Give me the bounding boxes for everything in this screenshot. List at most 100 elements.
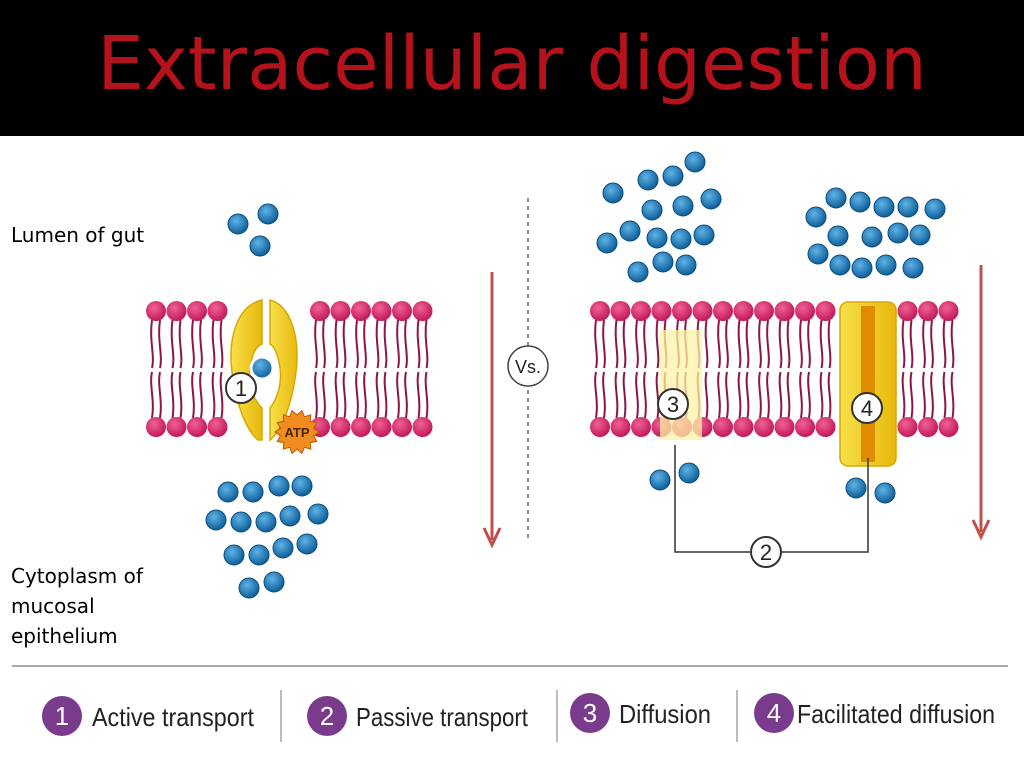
lipid-tail	[950, 319, 955, 369]
legend-label-3: Diffusion	[619, 699, 711, 729]
lipid-tail	[758, 319, 762, 369]
molecule	[875, 254, 897, 276]
molecule	[678, 462, 700, 484]
molecule	[902, 257, 924, 279]
marker-4-text: 4	[861, 396, 873, 421]
lipid-tail	[322, 319, 326, 369]
lipid-tail	[622, 371, 627, 419]
cytoplasm-label-line1: Cytoplasm of	[11, 564, 143, 588]
phospholipid	[392, 301, 412, 437]
lipid-tail	[643, 371, 647, 419]
lipid-tail	[322, 371, 326, 419]
molecule	[849, 191, 871, 213]
title-bar	[0, 0, 1024, 136]
transport-diagram: ATP 1 3 4 2 Vs. 1 Active transport 2 Pas…	[12, 151, 1008, 742]
lipid-tail	[942, 371, 947, 419]
legend-badge-3	[570, 693, 610, 733]
lipid-tail	[424, 371, 429, 419]
lipid-tail	[602, 371, 606, 419]
marker-4-circle	[851, 392, 883, 424]
lipid-tail	[827, 319, 832, 369]
lipid-head	[672, 301, 692, 321]
lipid-tail	[199, 371, 203, 419]
lipid-head	[897, 417, 918, 437]
molecule	[249, 235, 271, 257]
molecule	[825, 187, 847, 209]
lipid-head	[351, 301, 371, 321]
lipid-tail	[901, 319, 906, 369]
phospholipid	[815, 301, 836, 437]
marker-3-circle	[657, 388, 689, 420]
lipid-tail	[375, 371, 380, 419]
marker-1-text: 1	[235, 376, 247, 401]
lipid-tail	[643, 319, 647, 369]
lipid-tail	[594, 371, 598, 419]
lipid-tail	[819, 319, 824, 369]
phospholipid	[412, 301, 433, 437]
lipid-head	[938, 417, 959, 437]
legend: 1 Active transport 2 Passive transport 3…	[42, 690, 995, 742]
phospholipid	[207, 301, 228, 437]
molecule	[675, 254, 697, 276]
diffusion-path	[660, 330, 702, 440]
lipid-tail	[930, 371, 934, 419]
lipid-head	[610, 417, 631, 437]
lipid-tail	[219, 371, 224, 419]
cytoplasm-label-line3: epithelium	[11, 624, 118, 648]
lipid-tail	[375, 319, 380, 369]
carrier-protein-right-half	[269, 299, 298, 442]
molecule	[807, 243, 829, 265]
lipid-tail	[799, 371, 803, 419]
lipid-tail	[909, 319, 914, 369]
lipid-tail	[191, 371, 195, 419]
phospholipid	[146, 301, 166, 437]
phospholipid	[610, 301, 631, 437]
lipid-tail	[614, 371, 619, 419]
lipid-tail	[594, 319, 598, 369]
lipid-tail	[416, 371, 421, 419]
lipid-tail	[901, 371, 906, 419]
legend-number-3: 3	[583, 698, 597, 728]
lipid-tail	[909, 371, 914, 419]
molecule	[827, 225, 849, 247]
lipid-tail	[930, 319, 934, 369]
passive-transport-bracket	[674, 445, 869, 553]
lipid-tail	[342, 319, 347, 369]
marker-1-circle	[225, 372, 257, 404]
cytoplasm-label-line2: mucosal	[11, 594, 95, 618]
lipid-head	[795, 301, 815, 321]
molecule	[248, 544, 270, 566]
lipid-tail	[170, 371, 175, 419]
phospholipid	[631, 301, 651, 437]
phospholipid	[166, 301, 187, 437]
lipid-tail	[725, 319, 729, 369]
molecule	[829, 254, 851, 276]
molecule	[670, 228, 692, 250]
molecule	[223, 544, 245, 566]
molecule	[238, 577, 260, 599]
lipid-tail	[314, 371, 318, 419]
lipid-tail	[211, 319, 216, 369]
lipid-head	[166, 301, 187, 321]
lipid-tail	[219, 319, 224, 369]
lipid-tail	[170, 319, 175, 369]
molecule	[861, 226, 883, 248]
lipid-head	[371, 417, 392, 437]
lipid-tail	[778, 371, 783, 419]
molecule	[272, 537, 294, 559]
lipid-tail	[150, 319, 154, 369]
molecule	[649, 469, 671, 491]
phospholipid	[590, 301, 610, 437]
lipid-head	[330, 301, 351, 321]
marker-2-text: 2	[760, 540, 772, 565]
lipid-tail	[178, 371, 183, 419]
membrane-right	[590, 301, 959, 437]
molecule	[296, 533, 318, 555]
lipid-tail	[211, 371, 216, 419]
molecule	[205, 509, 227, 531]
phospholipid	[918, 301, 938, 437]
lipid-tail	[922, 371, 926, 419]
lipid-tail	[602, 319, 606, 369]
molecule	[646, 227, 668, 249]
lipid-tail	[158, 319, 162, 369]
